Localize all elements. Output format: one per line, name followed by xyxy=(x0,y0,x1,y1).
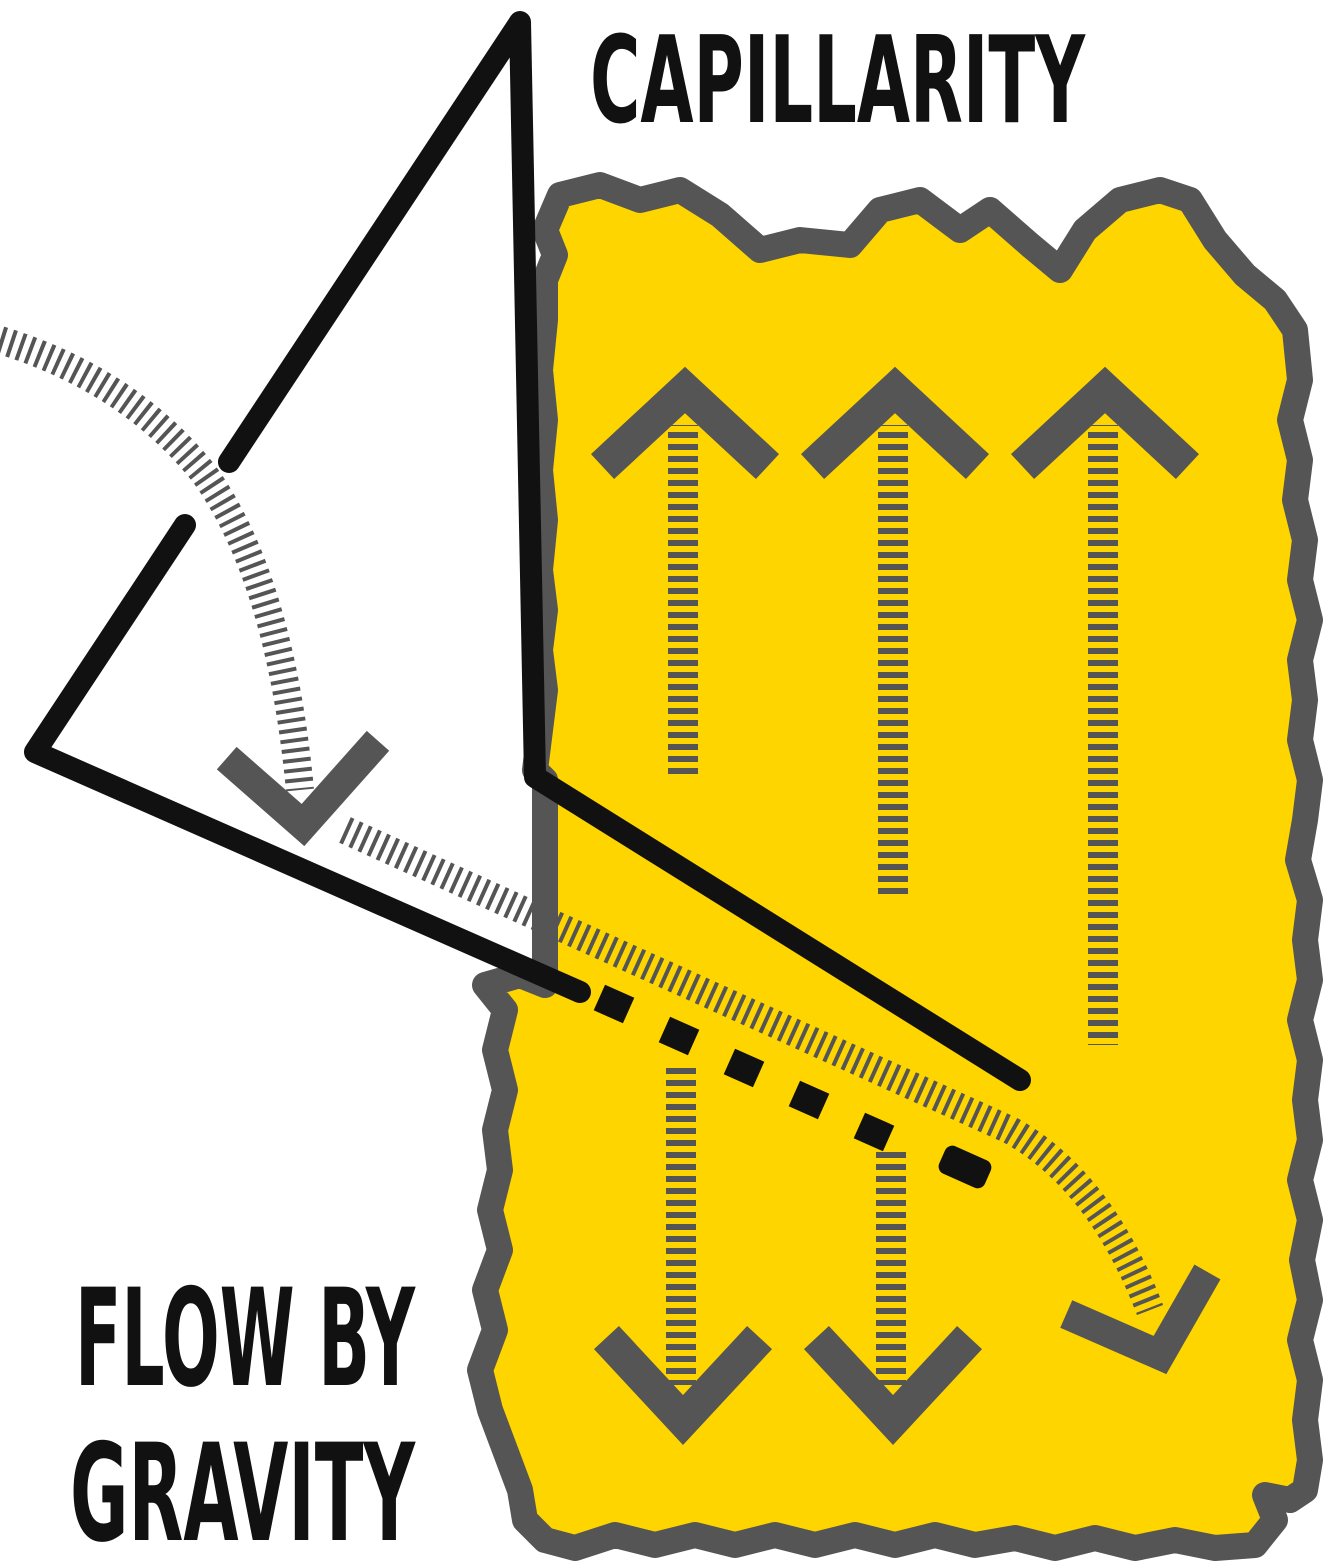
dashed-boundary xyxy=(593,984,992,1189)
capillarity-label: CAPILLARITY xyxy=(590,12,1086,151)
dry-zone-outline-top xyxy=(218,11,1031,1091)
gravity-label: GRAVITY xyxy=(70,1415,416,1566)
up-arrow-icon xyxy=(800,366,990,895)
up-arrow-icon xyxy=(1010,366,1200,1045)
flow-by-label: FLOW BY xyxy=(75,1260,416,1417)
up-arrow-icon xyxy=(590,366,780,780)
dry-zone-outline-left xyxy=(24,514,591,1003)
curved-arrow-icon xyxy=(0,326,1221,1375)
down-arrow-icon xyxy=(803,1150,983,1445)
down-arrow-icon xyxy=(593,1065,773,1445)
